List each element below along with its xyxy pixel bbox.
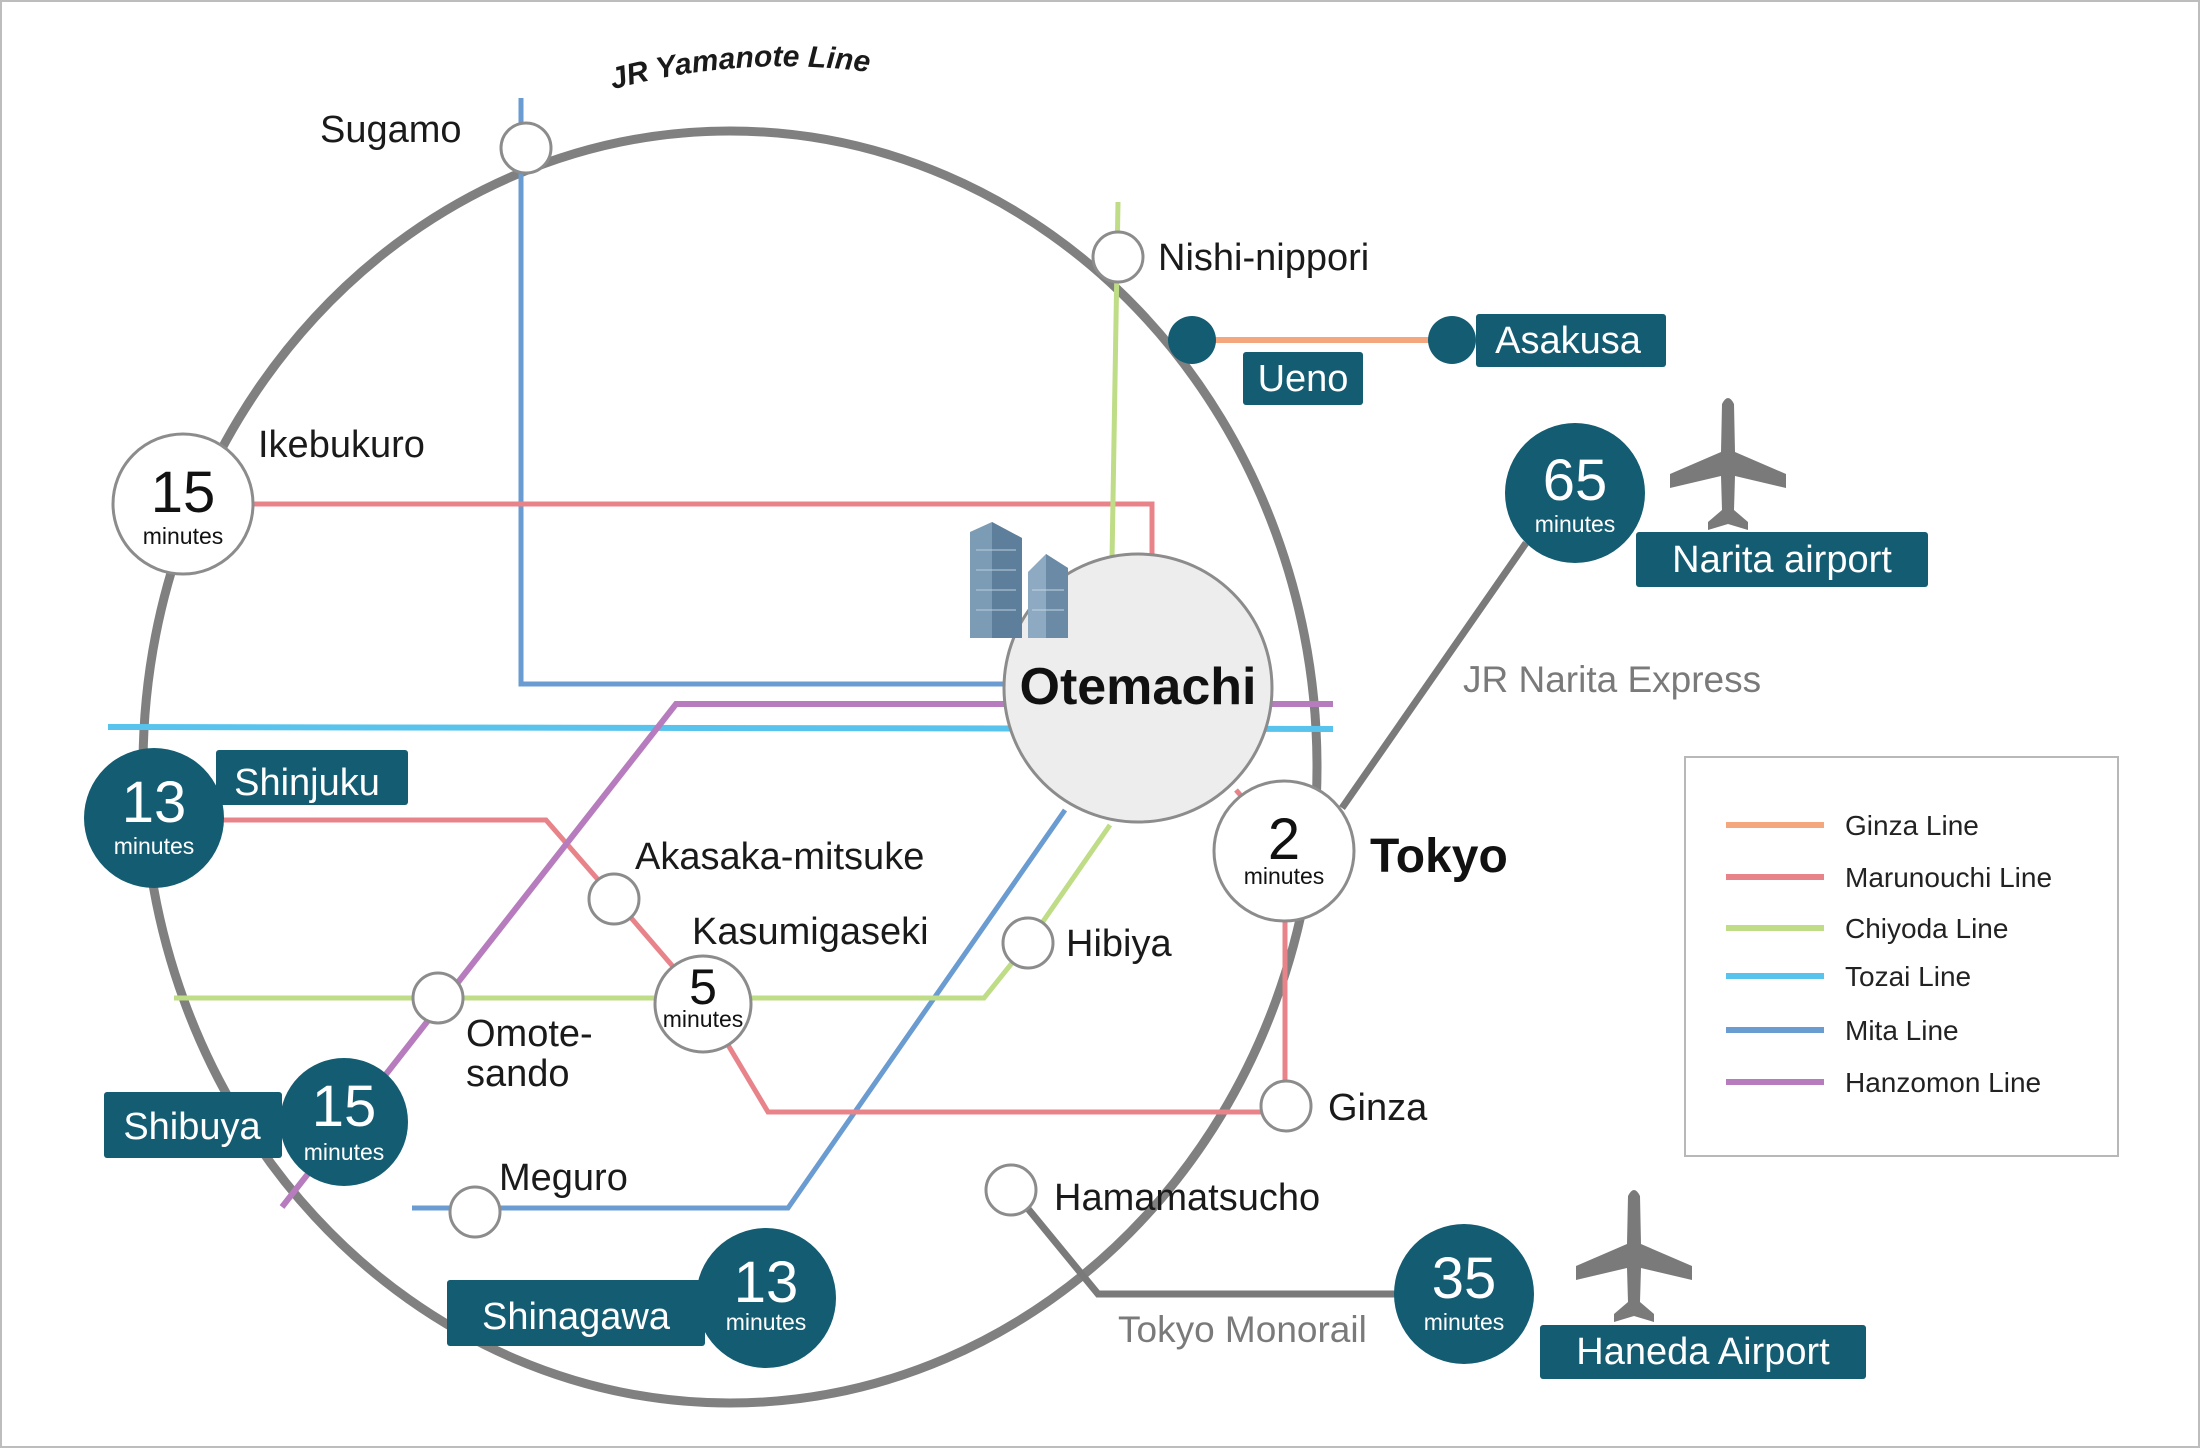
station-akasaka-mitsuke[interactable] [587, 872, 641, 926]
time-circle-shibuya[interactable]: 15 minutes [280, 1058, 408, 1186]
time-ikebukuro-value: 15 [151, 460, 216, 525]
station-meguro[interactable] [448, 1185, 502, 1239]
time-narita-unit: minutes [1535, 511, 1616, 537]
time-circle-shinagawa[interactable]: 13 minutes [696, 1228, 836, 1368]
tag-asakusa-label: Asakusa [1495, 320, 1642, 362]
time-circle-shinjuku[interactable]: 13 minutes [84, 748, 224, 888]
legend-label: Marunouchi Line [1845, 862, 2052, 893]
station-hamamatsucho[interactable] [984, 1163, 1038, 1217]
station-omotesando[interactable] [411, 971, 465, 1025]
label-nishi-nippori: Nishi-nippori [1158, 237, 1369, 279]
tag-narita-airport[interactable]: Narita airport [1636, 532, 1928, 587]
tag-shinagawa-label: Shinagawa [482, 1296, 671, 1338]
legend-item: Tozai Line [1726, 961, 1971, 992]
time-kasumigaseki-value: 5 [689, 959, 717, 1015]
office-buildings-icon [970, 522, 1068, 638]
station-ueno[interactable] [1168, 316, 1216, 364]
station-asakusa[interactable] [1428, 316, 1476, 364]
tag-haneda-airport[interactable]: Haneda Airport [1540, 1325, 1866, 1379]
tag-shibuya[interactable]: Shibuya [104, 1092, 282, 1158]
tag-shinjuku[interactable]: Shinjuku [216, 750, 408, 805]
station-ginza[interactable] [1259, 1079, 1313, 1133]
time-tokyo-value: 2 [1268, 807, 1300, 872]
time-haneda-value: 35 [1432, 1246, 1497, 1311]
legend-item: Ginza Line [1726, 810, 1979, 841]
label-akasaka-mitsuke: Akasaka-mitsuke [635, 836, 924, 878]
legend-label: Chiyoda Line [1845, 913, 2008, 944]
tag-haneda-airport-label: Haneda Airport [1576, 1331, 1830, 1373]
tokyo-monorail-line [1008, 1185, 1396, 1298]
time-circle-tokyo[interactable]: 2 minutes [1212, 779, 1356, 923]
legend-label: Tozai Line [1845, 961, 1971, 992]
narita-express-line [1339, 541, 1529, 810]
label-jr-narita-express: JR Narita Express [1463, 659, 1761, 700]
time-circle-ikebukuro[interactable]: 15 minutes [111, 432, 255, 576]
label-ikebukuro: Ikebukuro [258, 424, 425, 466]
mita-line [518, 98, 1005, 687]
time-shibuya-unit: minutes [304, 1139, 385, 1165]
legend-item: Chiyoda Line [1726, 913, 2008, 944]
legend-item: Mita Line [1726, 1015, 1959, 1046]
tag-ueno[interactable]: Ueno [1243, 352, 1363, 405]
time-tokyo-unit: minutes [1244, 863, 1325, 889]
tag-narita-airport-label: Narita airport [1672, 539, 1892, 581]
label-meguro: Meguro [499, 1157, 628, 1199]
time-circle-kasumigaseki[interactable]: 5 minutes [653, 954, 753, 1054]
label-tokyo-monorail: Tokyo Monorail [1118, 1309, 1367, 1350]
label-ginza: Ginza [1328, 1087, 1428, 1129]
time-circle-narita[interactable]: 65 minutes [1505, 423, 1645, 563]
station-sugamo[interactable] [499, 121, 553, 175]
time-shinjuku-unit: minutes [114, 833, 195, 859]
legend-label: Ginza Line [1845, 810, 1979, 841]
time-shinagawa-value: 13 [734, 1250, 799, 1315]
time-narita-value: 65 [1543, 448, 1608, 513]
legend-item: Marunouchi Line [1726, 862, 2052, 893]
tag-ueno-label: Ueno [1258, 358, 1349, 400]
tag-asakusa[interactable]: Asakusa [1476, 314, 1666, 367]
label-tokyo: Tokyo [1370, 830, 1508, 883]
station-nishi-nippori[interactable] [1091, 230, 1145, 284]
label-hamamatsucho: Hamamatsucho [1054, 1177, 1320, 1219]
label-hibiya: Hibiya [1066, 923, 1172, 965]
time-circle-haneda[interactable]: 35 minutes [1394, 1224, 1534, 1364]
label-sugamo: Sugamo [320, 109, 462, 151]
time-shinagawa-unit: minutes [726, 1309, 807, 1335]
legend-item: Hanzomon Line [1726, 1067, 2041, 1098]
tag-shinagawa[interactable]: Shinagawa [447, 1280, 705, 1346]
time-ikebukuro-unit: minutes [143, 523, 224, 549]
tag-shinjuku-label: Shinjuku [234, 762, 380, 804]
tag-shibuya-label: Shibuya [123, 1106, 261, 1148]
chiyoda-line-south [174, 823, 1113, 1001]
time-haneda-unit: minutes [1424, 1309, 1505, 1335]
time-shinjuku-value: 13 [122, 770, 187, 835]
marunouchi-line-north [223, 501, 1155, 555]
time-kasumigaseki-unit: minutes [663, 1006, 744, 1032]
legend-label: Mita Line [1845, 1015, 1959, 1046]
mita-line-south [412, 808, 1068, 1211]
otemachi-hub-circle[interactable] [1002, 552, 1274, 824]
label-omotesando-line2: sando [466, 1053, 570, 1095]
otemachi-label: Otemachi [1020, 658, 1257, 716]
time-shibuya-value: 15 [312, 1074, 377, 1139]
legend-label: Hanzomon Line [1845, 1067, 2041, 1098]
label-kasumigaseki: Kasumigaseki [692, 911, 929, 953]
label-omotesando-line1: Omote- [466, 1013, 593, 1055]
station-hibiya[interactable] [1001, 916, 1055, 970]
